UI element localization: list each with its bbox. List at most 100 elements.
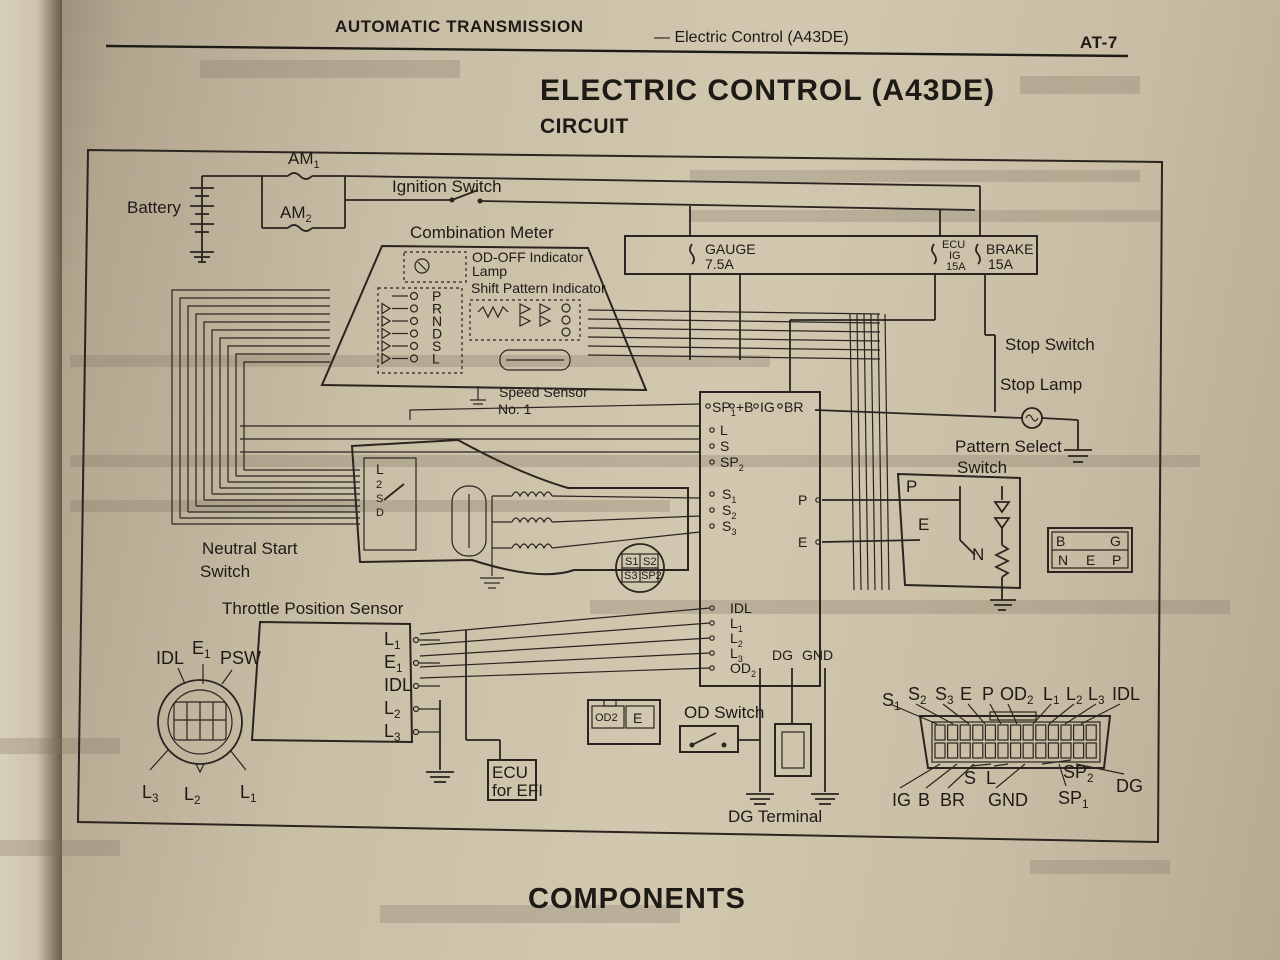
harness-wire	[587, 354, 881, 360]
indicator-position-l: L	[432, 351, 440, 367]
pin-bottom-dg: DG	[1116, 776, 1143, 796]
ecu-terminal-dot	[815, 539, 821, 545]
ecu-terminal-dot	[709, 523, 715, 529]
pin-bottom-b: B	[918, 790, 930, 810]
connector-pin	[1022, 724, 1034, 741]
od-switch-label: OD Switch	[684, 703, 764, 722]
harness-wire	[243, 361, 330, 470]
harness-wire	[227, 345, 330, 482]
indicator-lamp	[409, 291, 419, 301]
ecu-terminal-sp2: SP2	[720, 454, 744, 473]
pin-bottom-gnd: GND	[988, 790, 1028, 810]
ecu-terminal-p: P	[798, 492, 807, 508]
ecu-ig-fuse-label2: IG	[949, 250, 961, 262]
harness-wire	[219, 337, 330, 488]
pattern-conn-g: G	[1110, 533, 1121, 549]
tps-terminal-l1: L1	[384, 629, 401, 652]
ecu-terminal-s1: S1	[722, 486, 736, 505]
ecu-terminal-l3: L3	[730, 645, 743, 664]
harness-wire	[870, 313, 876, 591]
page-number: AT-7	[1080, 33, 1118, 52]
tps-terminal-idl: IDL	[384, 675, 412, 695]
bleed-through-text	[0, 60, 1230, 923]
ecu-terminal-l2: L2	[730, 630, 743, 649]
ecu-terminal-dot	[709, 491, 715, 497]
harness-wire	[849, 313, 855, 591]
gauge-fuse-label: GAUGE	[705, 241, 756, 257]
od-connector: OD2 E	[587, 699, 661, 745]
circuit-heading: CIRCUIT	[540, 115, 629, 138]
pin-grid	[934, 724, 1097, 759]
ecu-terminal-l: L	[720, 422, 728, 438]
indicator-diode	[381, 327, 392, 340]
pin-leader	[1041, 759, 1072, 765]
ecu-terminal-l1: L1	[730, 615, 743, 634]
pattern-pos-n: N	[972, 545, 984, 564]
pin-top-s1: S1	[882, 690, 901, 713]
indicator-lamp	[409, 354, 419, 363]
ecu-terminal-od2: OD2	[730, 660, 756, 679]
connector-pin	[984, 724, 997, 741]
pin-top-p: P	[982, 684, 994, 704]
battery-section: Battery AM1 AM2 Ignition Switch	[127, 149, 981, 263]
pin-leader	[993, 763, 1009, 767]
connector-pin	[1072, 742, 1085, 759]
nss-position-s: S	[376, 493, 383, 505]
connector-pin	[984, 742, 997, 759]
pin-leader	[1080, 703, 1121, 725]
harness-wire	[195, 313, 330, 506]
speed-sensor-label: Speed Sensor	[499, 384, 588, 400]
pin-leader	[971, 763, 992, 767]
ecu-terminal-gnd: GND	[802, 647, 833, 663]
pin-top-e: E	[960, 684, 972, 704]
connector-pin	[1047, 724, 1060, 741]
stop-circuit: Stop Switch Stop Lamp	[814, 335, 1095, 463]
od-off-indicator-label: OD-OFF Indicator	[472, 249, 584, 265]
ecu-terminal-dot	[815, 497, 821, 503]
ecu-input-wire	[419, 637, 711, 657]
connector-pin	[1009, 724, 1022, 741]
ecu-terminal-e: E	[798, 534, 807, 550]
connector-pin	[1035, 724, 1047, 741]
ecu-terminal-s2: S2	[722, 502, 736, 521]
harness-wire	[587, 345, 881, 351]
connector-pin	[1022, 742, 1034, 759]
connector-pin	[972, 742, 984, 759]
harness-wire	[587, 309, 881, 315]
ecu-input-wire	[419, 607, 711, 635]
indicator-lamp	[409, 341, 419, 351]
od-conn-od2: OD2	[595, 712, 618, 724]
connector-pin	[1060, 742, 1072, 759]
stop-switch-label: Stop Switch	[1005, 335, 1095, 354]
indicator-lamp	[409, 329, 419, 338]
ecu-terminal-dot	[753, 403, 759, 409]
pin-leader	[1075, 763, 1125, 775]
tps-terminal-dot	[412, 636, 420, 644]
pin-bottom-s: S	[964, 768, 976, 788]
connector-pin	[997, 742, 1009, 759]
indicator-diode	[381, 339, 392, 353]
harness-wire	[587, 327, 881, 333]
connector-pin	[1072, 724, 1085, 741]
pin-leader	[967, 703, 986, 725]
ecu-input-wire	[419, 667, 711, 679]
pattern-conn-b: B	[1056, 533, 1065, 549]
pattern-connector: B G N E P	[1047, 527, 1133, 573]
nss-position-2: 2	[376, 479, 382, 491]
nss-position-d: D	[376, 507, 384, 519]
sol-conn-s3: S3	[624, 570, 637, 582]
pin-leader	[942, 703, 970, 725]
connector-pin	[959, 724, 971, 741]
ecu-input-wire	[419, 622, 711, 646]
pin-leader	[1007, 703, 1018, 725]
pin-top-l3: L3	[1088, 684, 1105, 707]
harness-wire	[863, 313, 869, 591]
sol-conn-s1: S1	[625, 556, 638, 568]
harness-wire	[211, 329, 330, 494]
connector-pin	[959, 742, 971, 759]
pin-leader	[995, 763, 1026, 789]
